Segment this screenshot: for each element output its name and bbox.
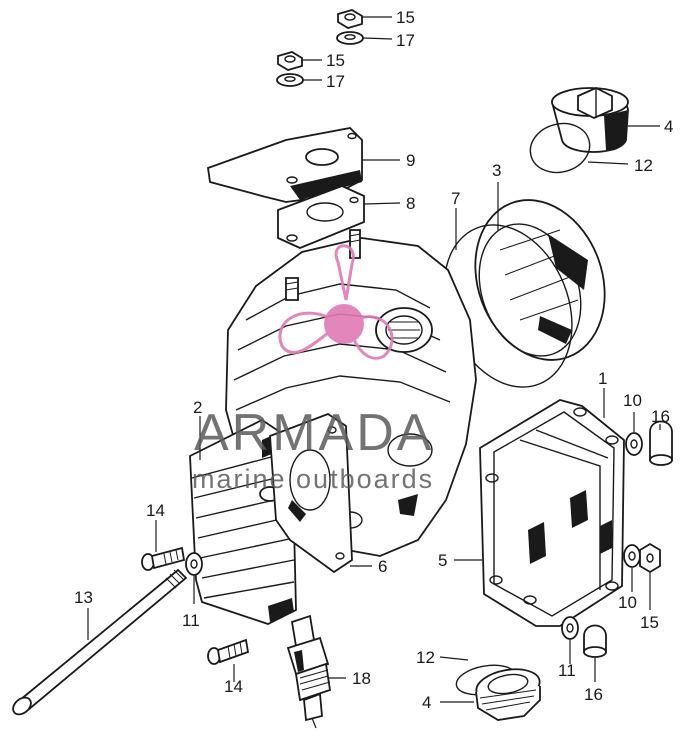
- gasket-8: [277, 185, 365, 249]
- callout-4a: 4: [664, 117, 673, 136]
- washer-11-left: [185, 552, 203, 576]
- callout-10a: 10: [623, 391, 642, 410]
- callout-11a: 11: [182, 611, 200, 630]
- callout-11b: 11: [558, 661, 576, 680]
- callout-17b: 17: [326, 72, 345, 91]
- o-ring-12-top: [529, 122, 591, 174]
- nut-15-top: [337, 9, 363, 29]
- stud-13: [12, 568, 188, 716]
- washer-10-bottom: [623, 544, 641, 568]
- propeller-logo-icon: [278, 244, 394, 360]
- filler-cap-4-bottom: [475, 668, 541, 721]
- callout-15a: 15: [396, 8, 415, 27]
- callout-17a: 17: [396, 31, 415, 50]
- watermark-tagline: marine outboards: [192, 464, 434, 494]
- callout-6: 6: [378, 557, 387, 576]
- watermark-brand: ARMADA: [194, 404, 434, 462]
- cap-nut-16-top: [649, 420, 673, 466]
- bolt-14-upper: [141, 546, 186, 571]
- callout-15c: 15: [640, 613, 659, 632]
- callout-16b: 16: [584, 685, 603, 704]
- cap-nut-16-bottom: [583, 624, 607, 658]
- callout-12a: 12: [634, 156, 653, 175]
- callout-16a: 16: [651, 407, 670, 426]
- washer-17-top: [336, 31, 364, 45]
- callout-numbers: 15 17 15 17 4 12 9 3 8 7 1 10 16 2 5 6 1…: [74, 8, 673, 712]
- callout-8: 8: [406, 194, 415, 213]
- gasket-6: [269, 412, 353, 574]
- callout-4b: 4: [422, 693, 431, 712]
- side-cover-5: [479, 399, 625, 627]
- bolt-14-lower: [207, 638, 250, 665]
- callout-14a: 14: [146, 501, 165, 520]
- callout-18: 18: [352, 669, 371, 688]
- callout-2: 2: [193, 398, 202, 417]
- callout-15b: 15: [326, 51, 345, 70]
- washer-10-top: [625, 432, 643, 456]
- cover-3: [474, 199, 606, 361]
- callout-3: 3: [492, 161, 501, 180]
- bracket-9: [207, 127, 363, 203]
- spark-plug-18: [286, 614, 332, 729]
- washer-11-bottom: [561, 616, 579, 640]
- callout-14b: 14: [224, 677, 243, 696]
- callout-12b: 12: [416, 648, 435, 667]
- callout-9: 9: [406, 151, 415, 170]
- armada-watermark: ARMADA marine outboards: [192, 244, 434, 494]
- nut-15-right: [639, 542, 661, 574]
- callout-13: 13: [74, 588, 93, 607]
- callout-5: 5: [438, 551, 447, 570]
- callout-10b: 10: [618, 593, 637, 612]
- filler-cap-4-top: [551, 87, 629, 153]
- washer-17-second: [276, 73, 304, 87]
- callout-1: 1: [598, 369, 607, 388]
- leader-lines: [87, 16, 661, 703]
- callout-7: 7: [451, 189, 460, 208]
- nut-15-second: [277, 51, 303, 71]
